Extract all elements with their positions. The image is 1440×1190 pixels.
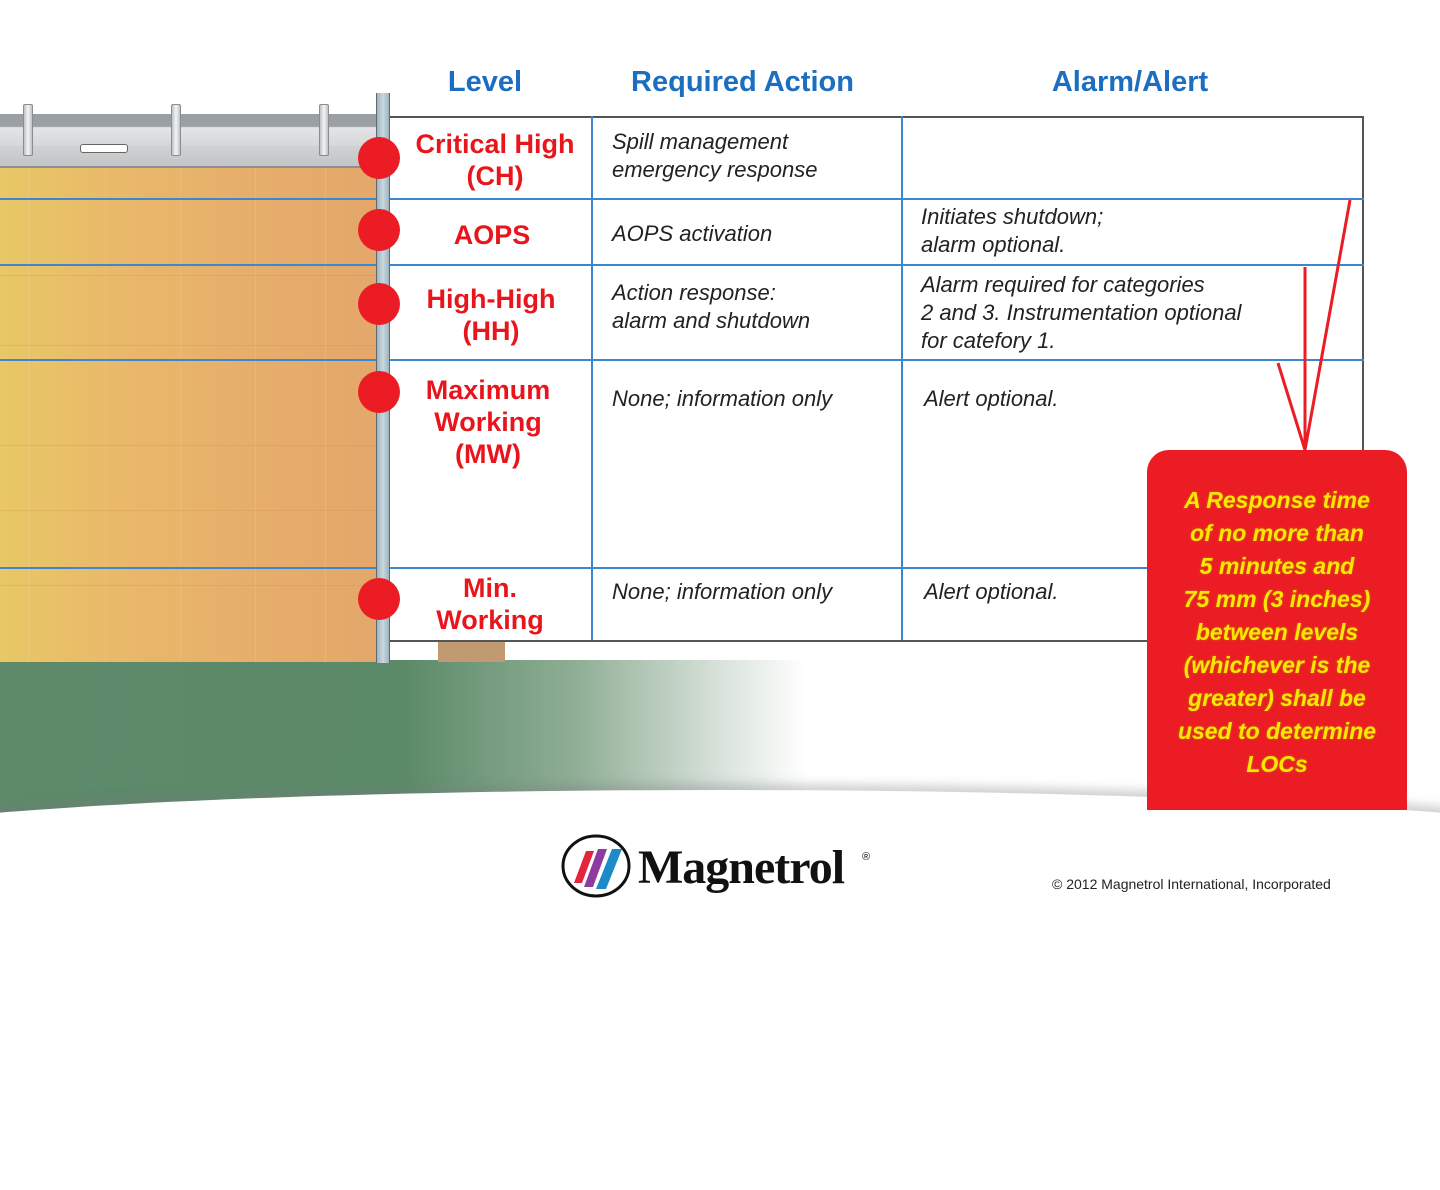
tank-body — [0, 165, 378, 662]
level-label-min: Min. Working — [390, 572, 590, 636]
level-line: Working — [434, 407, 542, 437]
row-divider — [0, 264, 1364, 266]
brand-name: Magnetrol — [638, 841, 845, 894]
header-level: Level — [447, 66, 523, 98]
magnetrol-logo-icon — [561, 834, 631, 898]
level-marker-mw — [358, 371, 400, 413]
alarm-cell: Alarm required for categories 2 and 3. I… — [921, 272, 1242, 353]
level-marker-aops — [358, 209, 400, 251]
header-required-action: Required Action — [631, 66, 854, 98]
response-time-callout: A Response time of no more than 5 minute… — [1147, 450, 1407, 810]
alarm-cell: Alert optional. — [924, 579, 1059, 604]
level-line: Maximum — [425, 375, 551, 405]
level-label-aops: AOPS — [392, 219, 592, 251]
column-divider — [591, 116, 593, 640]
level-line: AOPS — [453, 220, 531, 250]
level-line: (CH) — [466, 161, 524, 191]
level-label-ch: Critical High (CH) — [395, 128, 595, 192]
callout-text: A Response time of no more than 5 minute… — [1177, 487, 1377, 777]
action-cell: Spill management emergency response — [612, 129, 818, 182]
level-line: Min. — [463, 573, 517, 603]
action-cell: None; information only — [612, 579, 833, 604]
row-divider — [0, 359, 1364, 361]
row-divider — [0, 198, 1364, 200]
action-cell: AOPS activation — [612, 221, 773, 246]
level-marker-min — [358, 578, 400, 620]
level-label-mw: Maximum Working (MW) — [388, 374, 588, 470]
row-divider — [0, 567, 1364, 569]
level-label-hh: High-High (HH) — [391, 283, 591, 347]
copyright-text: © 2012 Magnetrol International, Incorpor… — [1052, 876, 1331, 892]
alarm-cell: Alert optional. — [924, 386, 1059, 411]
roof-hatch — [80, 144, 128, 153]
alarm-cell: Initiates shutdown; alarm optional. — [921, 204, 1104, 257]
level-line: Working — [436, 605, 544, 635]
action-cell: Action response: alarm and shutdown — [612, 280, 811, 333]
level-line: (HH) — [462, 316, 520, 346]
registered-mark: ® — [862, 851, 871, 863]
level-marker-hh — [358, 283, 400, 325]
header-alarm-alert: Alarm/Alert — [1051, 66, 1209, 98]
tank-roof — [0, 104, 378, 168]
column-divider — [901, 116, 903, 640]
callout-pointer-lines — [1276, 199, 1352, 451]
level-marker-ch — [358, 137, 400, 179]
level-line: (MW) — [455, 439, 521, 469]
action-cell: None; information only — [612, 386, 833, 411]
level-line: High-High — [426, 284, 556, 314]
level-line: Critical High — [415, 129, 575, 159]
